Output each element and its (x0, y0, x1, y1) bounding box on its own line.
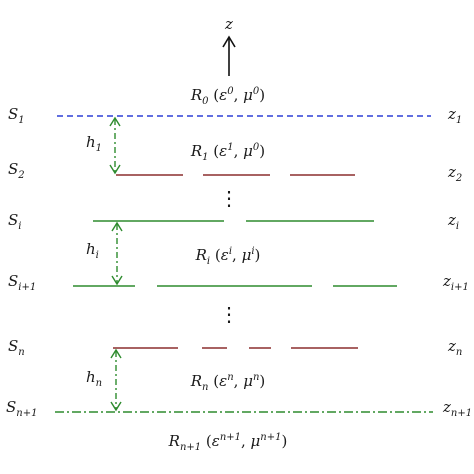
z-axis-arrowhead (222, 35, 236, 48)
z-label-n: zn (448, 337, 463, 358)
ellipsis-upper: ⋮ (219, 186, 239, 210)
region-label-ri: Ri (εi, μi) (195, 246, 261, 267)
z-label-1: z1 (448, 105, 463, 126)
thickness-hi-arrow (111, 221, 123, 286)
surface-label-si: Si (8, 211, 22, 232)
region-label-rn: Rn (εn, μn) (190, 372, 266, 393)
surface-label-s1: S1 (8, 105, 25, 126)
surface-label-s2: S2 (8, 160, 25, 181)
thickness-label-hi: hi (86, 240, 99, 261)
z-label-i: zi (448, 211, 460, 232)
ellipsis-lower: ⋮ (219, 302, 239, 326)
region-label-rn1: Rn+1 (εn+1, μn+1) (168, 432, 288, 453)
z-label-i1: zi+1 (443, 272, 469, 293)
surface-label-sn1: Sn+1 (6, 398, 38, 419)
region-label-r1: R1 (ε1, μ0) (190, 142, 266, 163)
z-axis-label: z (225, 15, 233, 33)
thickness-hn-arrow (110, 348, 122, 412)
surface-label-sn: Sn (8, 337, 25, 358)
region-label-r0: R0 (ε0, μ0) (190, 86, 266, 107)
z-label-2: z2 (448, 163, 463, 184)
thickness-label-hn: hn (86, 368, 103, 389)
z-label-n1: zn+1 (443, 398, 473, 419)
surface-label-si1: Si+1 (8, 272, 37, 293)
thickness-label-h1: h1 (86, 133, 103, 154)
thickness-h1-arrow (109, 116, 121, 175)
